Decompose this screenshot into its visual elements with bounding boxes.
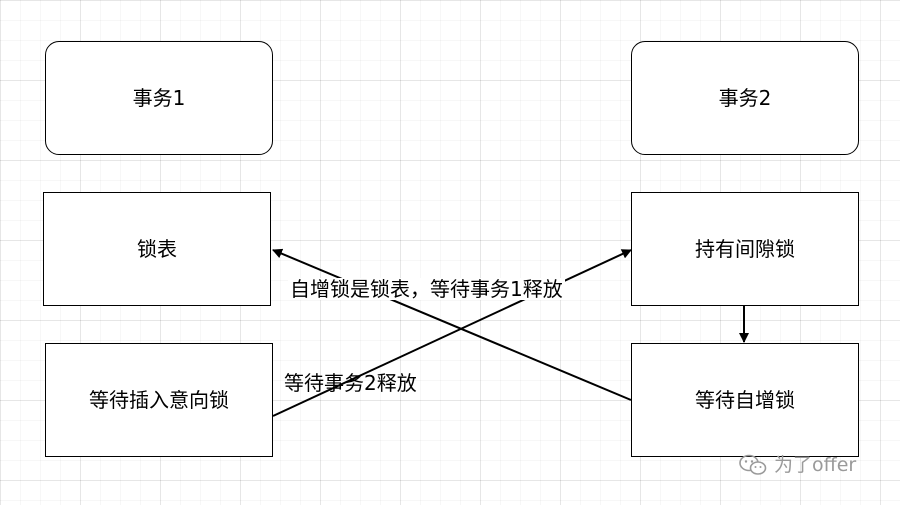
hold-gap-lock-node: 持有间隙锁 (631, 192, 859, 306)
edge-label-auto-inc: 自增锁是锁表，等待事务1释放 (288, 277, 565, 301)
watermark: 为了offer (738, 453, 856, 477)
watermark-text: 为了offer (774, 453, 857, 476)
transaction-1-node: 事务1 (45, 41, 273, 155)
wechat-icon (739, 454, 767, 475)
transaction-2-node: 事务2 (631, 41, 859, 155)
lock-table-label: 锁表 (137, 237, 177, 261)
wait-auto-inc-lock-node: 等待自增锁 (631, 343, 859, 457)
wait-auto-inc-lock-label: 等待自增锁 (695, 388, 795, 412)
hold-gap-lock-label: 持有间隙锁 (695, 237, 795, 261)
wait-insert-intention-lock-node: 等待插入意向锁 (45, 343, 273, 457)
transaction-2-label: 事务2 (718, 86, 772, 110)
edge-label-wait-tx2: 等待事务2释放 (284, 371, 417, 395)
lock-table-node: 锁表 (43, 192, 271, 306)
wait-insert-intention-lock-label: 等待插入意向锁 (89, 388, 229, 412)
transaction-1-label: 事务1 (132, 86, 186, 110)
